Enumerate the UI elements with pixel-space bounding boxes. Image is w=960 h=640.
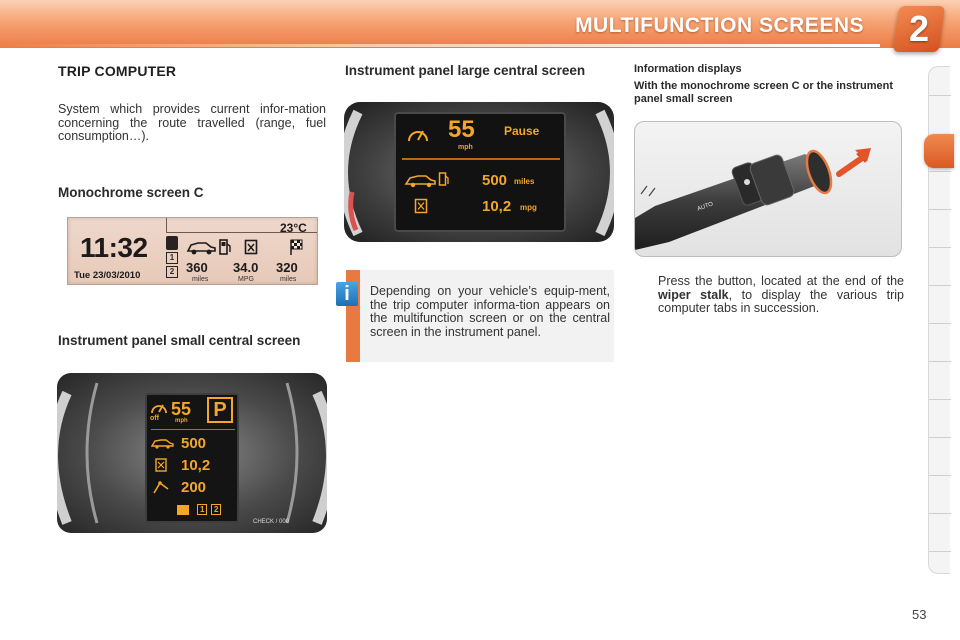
distance-unit: miles [280, 276, 297, 283]
mpg-value: 34.0 [233, 260, 259, 275]
small-screen-display: off 55 mph P 500 10,2 200 1 2 [145, 393, 239, 523]
range-value: 500 [181, 435, 207, 452]
screen-divider [402, 158, 560, 160]
car-range-icon [186, 242, 216, 255]
subheading-screen-type: With the monochrome screen C or the inst… [634, 80, 894, 105]
heading-large-central-screen: Instrument panel large central screen [345, 63, 586, 78]
tab-divider [929, 361, 951, 362]
date-display: Tue 23/03/2010 [74, 270, 141, 281]
speed-limiter-icon [408, 130, 428, 142]
info-note-text: Depending on your vehicle’s equip-ment, … [370, 284, 610, 339]
gear-indicator: P [207, 397, 233, 423]
range-value: 360 [186, 260, 208, 275]
trip-tab-vehicle-icon [177, 505, 189, 515]
screen-divider [166, 232, 317, 233]
header-bar [0, 0, 960, 48]
section-heading-trip-computer: TRIP COMPUTER [58, 63, 177, 79]
range-unit: miles [514, 177, 535, 186]
heading-small-central-screen: Instrument panel small central screen [58, 333, 301, 348]
tab-divider [929, 551, 951, 552]
car-range-icon [151, 439, 174, 449]
wiper-stalk-instruction: Press the button, located at the end of … [658, 274, 904, 316]
instruction-emphasis: wiper stalk [658, 287, 729, 302]
consumption-value: 10,2 [181, 457, 211, 474]
consumption-icon [155, 458, 167, 472]
tab-divider [929, 437, 951, 438]
distance-value: 320 [276, 260, 298, 275]
speed-unit: mph [175, 418, 188, 424]
screen-divider [166, 218, 167, 232]
tab-divider [929, 399, 951, 400]
consumption-icon [244, 239, 258, 255]
tab-divider [929, 171, 951, 172]
wiper-stalk-illustration [635, 148, 871, 250]
checkered-flag-icon [290, 239, 303, 255]
chapter-tab-active[interactable] [924, 134, 954, 168]
heading-information-displays: Information displays [634, 63, 742, 75]
large-screen-display: 55 mph Pause 500 miles 10,2 mpg [394, 112, 566, 232]
tab-divider [929, 323, 951, 324]
range-value: 500 [482, 172, 508, 189]
instrument-dials [344, 109, 614, 237]
chapter-tab-strip [928, 66, 951, 574]
tab-divider [929, 247, 951, 248]
chapter-number: 2 [908, 8, 930, 49]
check-footer-label: CHECK / 000 [253, 519, 290, 525]
limiter-status: Pause [504, 124, 540, 138]
trip-tab-2: 2 [211, 504, 222, 515]
consumption-unit: mpg [520, 203, 537, 212]
tab-divider [929, 475, 951, 476]
heading-monochrome-screen: Monochrome screen C [58, 185, 204, 200]
car-range-icon [404, 175, 436, 188]
consumption-icon [414, 198, 428, 214]
screen-divider [151, 429, 235, 430]
tab-divider [929, 513, 951, 514]
large-central-screen-image: 55 mph Pause 500 miles 10,2 mpg [344, 102, 614, 242]
page-title: MULTIFUNCTION SCREENS [575, 14, 864, 37]
tab-divider [929, 209, 951, 210]
fuel-pump-icon [219, 239, 231, 255]
tab-divider [929, 285, 951, 286]
monochrome-screen-image: 23°C 11:32 Tue 23/03/2010 1 2 360 miles … [67, 217, 318, 285]
range-unit: miles [192, 276, 209, 283]
small-central-screen-image: off 55 mph P 500 10,2 200 1 2 CHECK / 00… [57, 373, 327, 533]
clock-display: 11:32 [80, 232, 148, 263]
outside-temperature: 23°C [280, 221, 307, 235]
trip-computer-intro: System which provides current infor-mati… [58, 102, 326, 143]
info-icon: i [336, 282, 358, 306]
header-rule [0, 44, 880, 47]
mpg-unit: MPG [238, 276, 254, 283]
trip-tab-1: 1 [197, 504, 208, 515]
consumption-value: 10,2 [482, 198, 512, 215]
distance-value: 200 [181, 479, 207, 496]
instruction-text-end: , to display the various trip computer t… [658, 287, 904, 316]
instruction-text-start: Press the button, located at the end of … [658, 274, 904, 288]
speed-value: 55 [448, 116, 475, 143]
speed-unit: mph [458, 144, 473, 151]
wiper-stalk-image: AUTO [634, 121, 902, 257]
trip-tab-1: 1 [166, 252, 178, 264]
trip-distance-icon [153, 481, 169, 494]
page-number: 53 [912, 607, 927, 622]
speed-limiter-icon [151, 404, 167, 414]
trip-tab-vehicle-icon [166, 236, 178, 250]
instrument-dials [57, 382, 327, 525]
tab-divider [929, 95, 951, 96]
chapter-badge: 2 [892, 6, 946, 52]
limiter-off-label: off [150, 415, 159, 422]
speed-value: 55 [171, 399, 192, 419]
fuel-pump-icon [438, 172, 449, 186]
trip-tab-2: 2 [166, 266, 178, 278]
